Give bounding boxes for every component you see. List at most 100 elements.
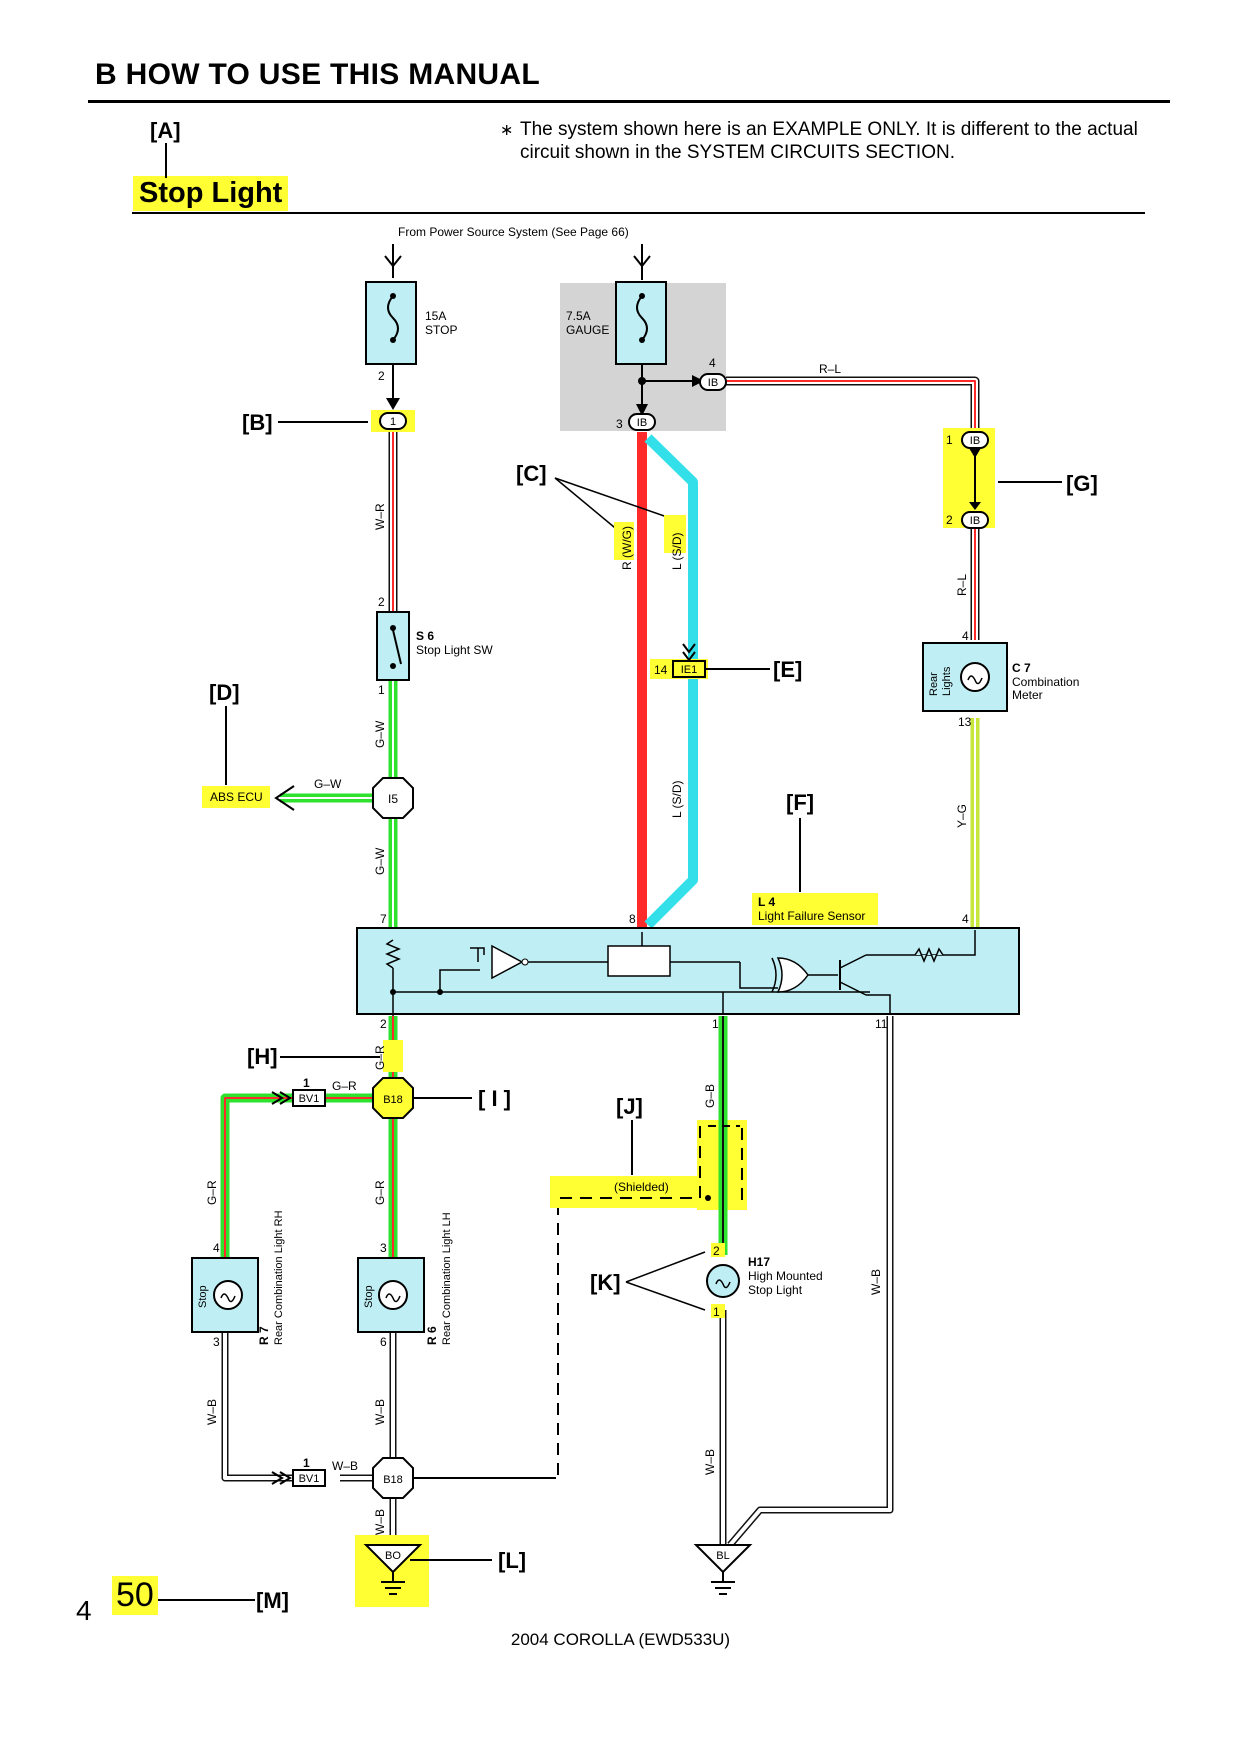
light-failure-sensor (356, 927, 1020, 1016)
wire-label-w-b-ground: W–B (373, 1509, 387, 1535)
c7-name1: Combination (1012, 675, 1079, 689)
r6-inner: Stop (363, 1285, 375, 1308)
callout-g: [G] (1066, 471, 1098, 496)
svg-text:IB: IB (970, 435, 980, 447)
page-side-number: 4 (76, 1595, 92, 1626)
c7-name2: Meter (1012, 688, 1043, 702)
connector-ib-label: IB (637, 417, 647, 429)
pin-label: 1 (713, 1305, 720, 1319)
c7-inner1: Rear (928, 672, 940, 696)
pin-label: 8 (629, 912, 636, 926)
connector-1: 1 (379, 412, 407, 430)
wire-label-g-r-mid: G–R (373, 1180, 387, 1205)
rear-combination-light-rh (191, 1257, 259, 1333)
wire-label-r-wg: R (W/G) (620, 526, 634, 570)
fuse-gauge-rating: 7.5A (566, 309, 591, 323)
callout-m: [M] (256, 1588, 289, 1613)
wire-label-w-b-h17: W–B (703, 1449, 717, 1475)
wire-label-g-r-top: G–R (332, 1079, 357, 1093)
connector-bv1-bottom (292, 1469, 326, 1487)
connector-ib-g2: IB (961, 511, 989, 529)
pin-label: 7 (380, 912, 387, 926)
r6-code: R 6 (425, 1326, 439, 1345)
svg-text:B18: B18 (383, 1474, 403, 1486)
wire-label-w-r: W–R (373, 503, 387, 530)
wire-w-b (221, 1016, 894, 1548)
c7-code: C 7 (1012, 661, 1031, 675)
svg-text:B18: B18 (383, 1094, 403, 1106)
combination-meter (922, 642, 1008, 712)
pin-label: 4 (962, 629, 969, 643)
connector-bv1-top (292, 1089, 326, 1107)
pin-label: 4 (213, 1241, 220, 1255)
power-arrow-left (384, 244, 402, 278)
callout-d: [D] (209, 680, 240, 705)
l4-code: L 4 (758, 895, 775, 909)
h17-name1: High Mounted (748, 1269, 823, 1283)
fuse-7-5a-gauge (615, 281, 704, 416)
fuse-gauge-name: GAUGE (566, 323, 609, 337)
ground-bl: BL (693, 1544, 753, 1595)
ground-bo: BO (363, 1544, 423, 1595)
pin-label: 2 (713, 1244, 720, 1258)
pin-label: 3 (616, 417, 623, 431)
wire-label-g-w: G–W (314, 777, 342, 791)
pin-label: 1 (712, 1017, 719, 1031)
r7-code: R 7 (257, 1326, 271, 1345)
wire-label-g-b: G–B (703, 1084, 717, 1108)
connector-ib-3: IB (628, 413, 656, 431)
pin-label: 6 (380, 1335, 387, 1349)
callout-k: [K] (590, 1270, 621, 1295)
power-source-label: From Power Source System (See Page 66) (398, 225, 629, 239)
connector-ib-g1: IB (961, 431, 989, 449)
pin-label: 3 (380, 1241, 387, 1255)
connector-ib-label: IB (708, 377, 718, 389)
svg-text:1: 1 (390, 416, 396, 428)
system-title-rule (132, 212, 1145, 214)
pin-label: 3 (213, 1335, 220, 1349)
highlight-f (752, 893, 878, 925)
high-mounted-stop-light (706, 1264, 740, 1298)
callout-b: [B] (242, 410, 273, 435)
wire-label-r-l: R–L (819, 362, 841, 376)
wire-label-g-w-upper: G–W (373, 720, 387, 748)
callout-c: [C] (516, 461, 547, 486)
connector-bv1-label: BV1 (299, 1093, 320, 1105)
s6-name: Stop Light SW (416, 643, 493, 657)
rear-combination-light-lh (357, 1257, 425, 1333)
page-number: 50 (112, 1576, 158, 1615)
s6-code: S 6 (416, 629, 434, 643)
wire-l-sd (644, 434, 698, 929)
example-note-line2: circuit shown in the SYSTEM CIRCUITS SEC… (520, 142, 955, 163)
callout-l: [L] (498, 1548, 526, 1573)
pin-label: 2 (378, 369, 385, 383)
wire-label-y-g: Y–G (955, 804, 969, 828)
pin-label: 14 (654, 663, 668, 677)
connector-b18-top: B18 (372, 1077, 414, 1119)
stop-light-switch (376, 611, 410, 681)
callout-a: [A] (150, 118, 181, 143)
wire-r-l (726, 376, 980, 640)
pin-label: 1 (946, 433, 953, 447)
pin-label: 1 (303, 1076, 310, 1090)
wire-label-g-w-lower: G–W (373, 847, 387, 875)
highlight-j (550, 1176, 710, 1208)
connector-b18-bottom: B18 (372, 1457, 414, 1499)
wire-label-w-b-right: W–B (869, 1269, 883, 1295)
highlight-c2 (664, 515, 686, 553)
highlight-c1 (614, 522, 634, 560)
pin-label: 2 (946, 513, 953, 527)
fuse-15a-stop (365, 281, 417, 410)
example-note: The system shown here is an EXAMPLE ONLY… (520, 118, 1138, 164)
callout-e: [E] (773, 657, 802, 682)
footer-text: 2004 COROLLA (EWD533U) (510, 1630, 731, 1649)
shielded-label: (Shielded) (614, 1180, 669, 1194)
wire-r-wg (637, 432, 647, 930)
callout-i: [ I ] (478, 1086, 511, 1111)
callout-j: [J] (616, 1094, 643, 1119)
svg-text:I5: I5 (388, 792, 398, 806)
h17-name2: Stop Light (748, 1283, 803, 1297)
abs-ecu-label: ABS ECU (210, 790, 263, 804)
pin-label: 13 (958, 715, 972, 729)
wire-label-w-b-left: W–B (205, 1399, 219, 1425)
